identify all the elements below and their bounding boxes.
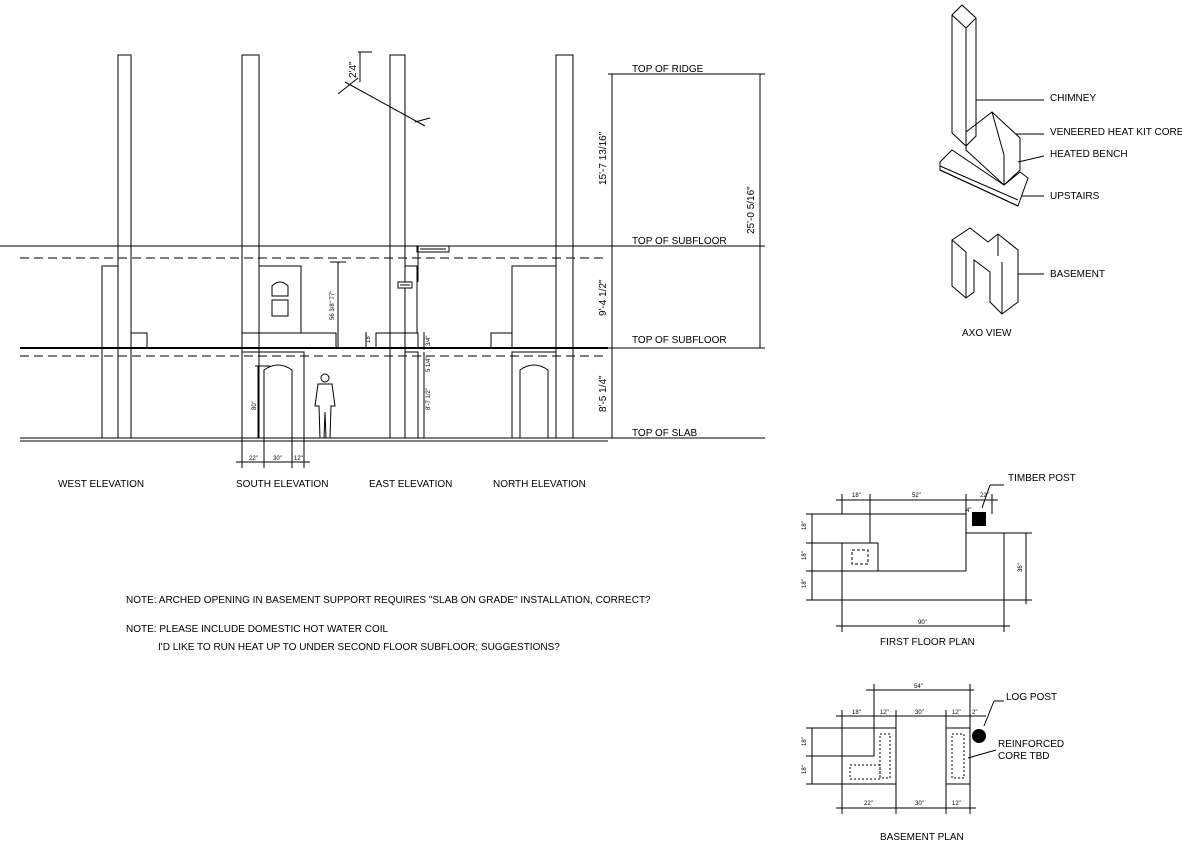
- ff-dim-18: 18": [852, 493, 861, 499]
- ff-dim-4: 4": [966, 508, 971, 514]
- first-floor-plan: TIMBER POST 18" 52" 22" 4" 18" 18" 18" 3…: [802, 473, 1076, 648]
- east-bench: [375, 332, 419, 349]
- north-arched-opening: [519, 364, 549, 438]
- bp-dim-12b: 12": [952, 710, 961, 716]
- east-dim-34: 3/4": [426, 336, 432, 346]
- bp-dim-12c: 12": [952, 801, 961, 807]
- east-chimney: [389, 54, 406, 439]
- title-south-elevation: SOUTH ELEVATION: [236, 479, 328, 490]
- north-bench: [490, 332, 513, 349]
- chimney-cap-dim: 2'4": [348, 61, 359, 78]
- south-upper-arch: [271, 281, 289, 297]
- east-small-dim: 18": [366, 334, 372, 343]
- east-height-dim: 8'-7 1/2": [426, 388, 432, 410]
- note-1: NOTE: ARCHED OPENING IN BASEMENT SUPPORT…: [126, 595, 651, 606]
- bp-dim-30b: 30": [915, 801, 924, 807]
- label-basement: BASEMENT: [1050, 269, 1105, 280]
- label-top-of-slab: TOP OF SLAB: [632, 428, 698, 439]
- bp-dim-54: 54": [914, 684, 923, 690]
- dim-subfloor-to-subfloor: 9'-4 1/2": [598, 279, 609, 316]
- bp-dim-22: 22": [864, 801, 873, 807]
- title-basement-plan: BASEMENT PLAN: [880, 832, 964, 843]
- label-chimney: CHIMNEY: [1050, 93, 1096, 104]
- label-timber-post: TIMBER POST: [1008, 473, 1076, 484]
- south-height-dim: 56 3/8" 77": [330, 291, 336, 320]
- south-dim-b: 30": [273, 456, 282, 462]
- bp-dim-30a: 30": [915, 710, 924, 716]
- north-elevation: [490, 54, 574, 439]
- note-2: NOTE: PLEASE INCLUDE DOMESTIC HOT WATER …: [126, 624, 389, 635]
- ff-dim-22: 22": [980, 493, 989, 499]
- south-elevation: 22" 30" 12" 80" 56 3/8" 77": [236, 54, 346, 468]
- label-veneered-core: VENEERED HEAT KIT CORE: [1050, 127, 1182, 138]
- ff-dim-36: 36": [1018, 563, 1024, 572]
- north-chimney: [555, 54, 574, 439]
- log-post: [972, 729, 986, 743]
- bp-dim-l2: 18": [802, 765, 808, 774]
- label-reinforced-core-2: CORE TBD: [998, 751, 1050, 762]
- title-first-floor-plan: FIRST FLOOR PLAN: [880, 637, 975, 648]
- west-elevation: [101, 54, 148, 439]
- south-bench: [241, 332, 337, 349]
- dim-ridge-to-subfloor: 15'-7 13/16": [598, 131, 609, 185]
- south-dim-c: 12": [294, 456, 303, 462]
- bp-dim-l1: 18": [802, 737, 808, 746]
- dim-overall: 25'-0 5/16": [746, 186, 757, 234]
- axo-view: CHIMNEY VENEERED HEAT KIT CORE HEATED BE…: [939, 4, 1182, 339]
- title-west-elevation: WEST ELEVATION: [58, 479, 144, 490]
- label-upstairs: UPSTAIRS: [1050, 191, 1100, 202]
- ff-dim-90: 90": [918, 620, 927, 626]
- label-top-of-ridge: TOP OF RIDGE: [632, 64, 704, 75]
- west-bench: [130, 332, 148, 349]
- title-east-elevation: EAST ELEVATION: [369, 479, 452, 490]
- bp-dim-18: 18": [852, 710, 861, 716]
- notes-group: NOTE: ARCHED OPENING IN BASEMENT SUPPORT…: [126, 595, 651, 653]
- ff-dim-l3: 18": [802, 579, 808, 588]
- title-north-elevation: NORTH ELEVATION: [493, 479, 586, 490]
- label-top-of-subfloor-lower: TOP OF SUBFLOOR: [632, 335, 727, 346]
- west-core: [101, 265, 119, 439]
- bp-dim-12a: 12": [880, 710, 889, 716]
- bp-dim-2: 2": [972, 710, 977, 716]
- east-dim-514: 5 1/4": [426, 357, 432, 372]
- ff-dim-l1: 18": [802, 521, 808, 530]
- south-door-height: 80": [252, 401, 258, 410]
- south-base: [241, 351, 305, 439]
- north-core: [511, 265, 557, 349]
- east-base: [404, 351, 419, 439]
- ff-dim-l2: 18": [802, 551, 808, 560]
- east-elevation: 2'4" 18" 3/4" 5 1/4" 8'-7 1/2": [337, 51, 450, 439]
- title-axo-view: AXO VIEW: [962, 328, 1012, 339]
- basement-plan: LOG POST REINFORCED CORE TBD 54" 18" 12"…: [802, 684, 1064, 843]
- east-core: [404, 265, 418, 334]
- ff-dim-52: 52": [912, 493, 921, 499]
- dim-subfloor-to-slab: 8'-5 1/4": [598, 375, 609, 412]
- south-arched-opening: [263, 364, 293, 438]
- label-top-of-subfloor-upper: TOP OF SUBFLOOR: [632, 236, 727, 247]
- label-heated-bench: HEATED BENCH: [1050, 149, 1128, 160]
- south-dim-a: 22": [249, 456, 258, 462]
- west-chimney: [117, 54, 132, 439]
- label-log-post: LOG POST: [1006, 692, 1057, 703]
- person-scale-figure: [314, 373, 336, 439]
- north-base: [511, 351, 557, 439]
- elevations-group: 22" 30" 12" 80" 56 3/8" 77": [0, 51, 765, 490]
- timber-post: [972, 512, 986, 526]
- note-3: I'D LIKE TO RUN HEAT UP TO UNDER SECOND …: [158, 642, 560, 653]
- label-reinforced-core-1: REINFORCED: [998, 739, 1064, 750]
